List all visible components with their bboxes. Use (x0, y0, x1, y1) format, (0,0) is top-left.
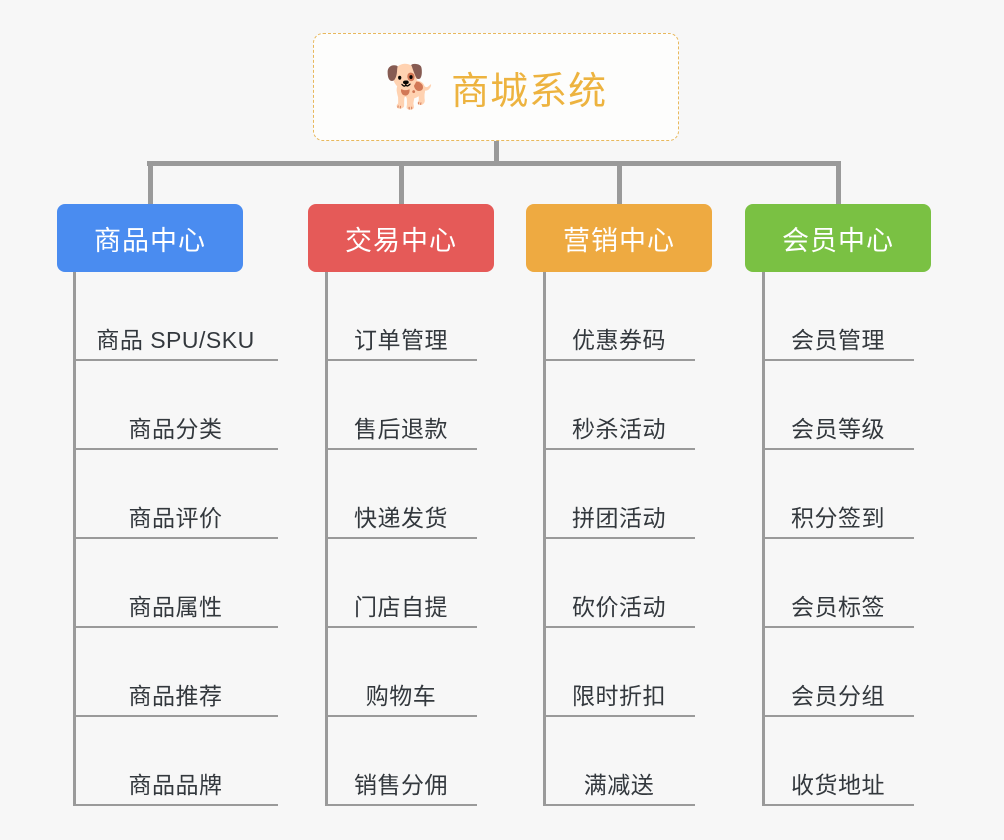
category-header-label: 交易中心 (345, 225, 457, 256)
leaf-item-label: 快递发货 (354, 505, 448, 531)
connector-spine-product-center (73, 272, 76, 806)
connector-horizontal-bus (147, 161, 841, 166)
leaf-item-label: 拼团活动 (572, 505, 666, 531)
leaf-item-label: 购物车 (365, 683, 437, 709)
leaf-item-label: 商品品牌 (128, 772, 223, 798)
leaf-item-label: 商品属性 (128, 594, 223, 620)
shiba-dog-face-icon: 🐕 (384, 63, 438, 110)
leaf-item[interactable]: 会员管理 (762, 272, 914, 361)
leaf-item[interactable]: 订单管理 (325, 272, 477, 361)
leaf-item[interactable]: 门店自提 (325, 539, 477, 628)
leaf-item[interactable]: 收货地址 (762, 717, 914, 806)
leaf-item[interactable]: 拼团活动 (543, 450, 695, 539)
leaf-item[interactable]: 限时折扣 (543, 628, 695, 717)
leaf-item-label: 商品分类 (128, 416, 223, 442)
connector-drop-member-center (836, 161, 841, 204)
leaf-item[interactable]: 售后退款 (325, 361, 477, 450)
leaf-item-label: 砍价活动 (572, 594, 666, 620)
connector-spine-marketing-center (543, 272, 546, 806)
leaf-item-label: 限时折扣 (572, 683, 666, 709)
leaf-item-label: 销售分佣 (354, 772, 448, 798)
connector-drop-marketing-center (617, 161, 622, 204)
leaf-item[interactable]: 快递发货 (325, 450, 477, 539)
connector-spine-trade-center (325, 272, 328, 806)
leaf-item[interactable]: 会员标签 (762, 539, 914, 628)
leaf-item-label: 门店自提 (354, 594, 448, 620)
connector-trunk (494, 141, 499, 163)
leaf-item[interactable]: 满减送 (543, 717, 695, 806)
leaf-item[interactable]: 商品 SPU/SKU (73, 272, 278, 361)
category-header-member-center[interactable]: 会员中心 (745, 204, 931, 272)
connector-spine-member-center (762, 272, 765, 806)
leaf-item-label: 商品 SPU/SKU (96, 327, 255, 353)
root-node-title: 商城系统 (451, 70, 608, 113)
category-header-label: 会员中心 (782, 225, 894, 256)
leaf-item[interactable]: 会员等级 (762, 361, 914, 450)
leaf-item-label: 会员分组 (791, 683, 885, 709)
root-node-shop-system[interactable]: 🐕 商城系统 (313, 33, 679, 141)
leaf-item-label: 会员管理 (791, 327, 885, 353)
leaf-item-label: 商品推荐 (128, 683, 223, 709)
leaf-column-trade-center: 订单管理售后退款快递发货门店自提购物车销售分佣 (325, 272, 477, 806)
connector-drop-trade-center (399, 161, 404, 204)
leaf-item-label: 会员标签 (791, 594, 885, 620)
leaf-item-label: 满减送 (583, 772, 655, 798)
leaf-item-label: 商品评价 (128, 505, 223, 531)
leaf-column-product-center: 商品 SPU/SKU 商品分类商品评价商品属性商品推荐商品品牌 (73, 272, 278, 806)
leaf-item[interactable]: 商品评价 (73, 450, 278, 539)
leaf-item[interactable]: 会员分组 (762, 628, 914, 717)
leaf-item[interactable]: 商品属性 (73, 539, 278, 628)
leaf-item-label: 优惠券码 (572, 327, 666, 353)
leaf-item-label: 秒杀活动 (572, 416, 666, 442)
leaf-column-member-center: 会员管理会员等级积分签到会员标签会员分组收货地址 (762, 272, 914, 806)
connector-drop-product-center (148, 161, 153, 204)
leaf-item[interactable]: 销售分佣 (325, 717, 477, 806)
category-header-trade-center[interactable]: 交易中心 (308, 204, 494, 272)
leaf-item[interactable]: 商品推荐 (73, 628, 278, 717)
leaf-item-label: 售后退款 (354, 416, 448, 442)
category-header-product-center[interactable]: 商品中心 (57, 204, 243, 272)
leaf-item[interactable]: 砍价活动 (543, 539, 695, 628)
leaf-item[interactable]: 优惠券码 (543, 272, 695, 361)
leaf-item[interactable]: 购物车 (325, 628, 477, 717)
category-header-label: 营销中心 (563, 225, 675, 256)
leaf-item[interactable]: 商品分类 (73, 361, 278, 450)
leaf-item-label: 会员等级 (791, 416, 885, 442)
leaf-item[interactable]: 积分签到 (762, 450, 914, 539)
leaf-item-label: 收货地址 (791, 772, 885, 798)
leaf-item[interactable]: 商品品牌 (73, 717, 278, 806)
category-header-marketing-center[interactable]: 营销中心 (526, 204, 712, 272)
leaf-column-marketing-center: 优惠券码秒杀活动拼团活动砍价活动限时折扣满减送 (543, 272, 695, 806)
leaf-item-label: 积分签到 (791, 505, 885, 531)
category-header-label: 商品中心 (94, 225, 206, 256)
leaf-item-label: 订单管理 (354, 327, 448, 353)
leaf-item[interactable]: 秒杀活动 (543, 361, 695, 450)
